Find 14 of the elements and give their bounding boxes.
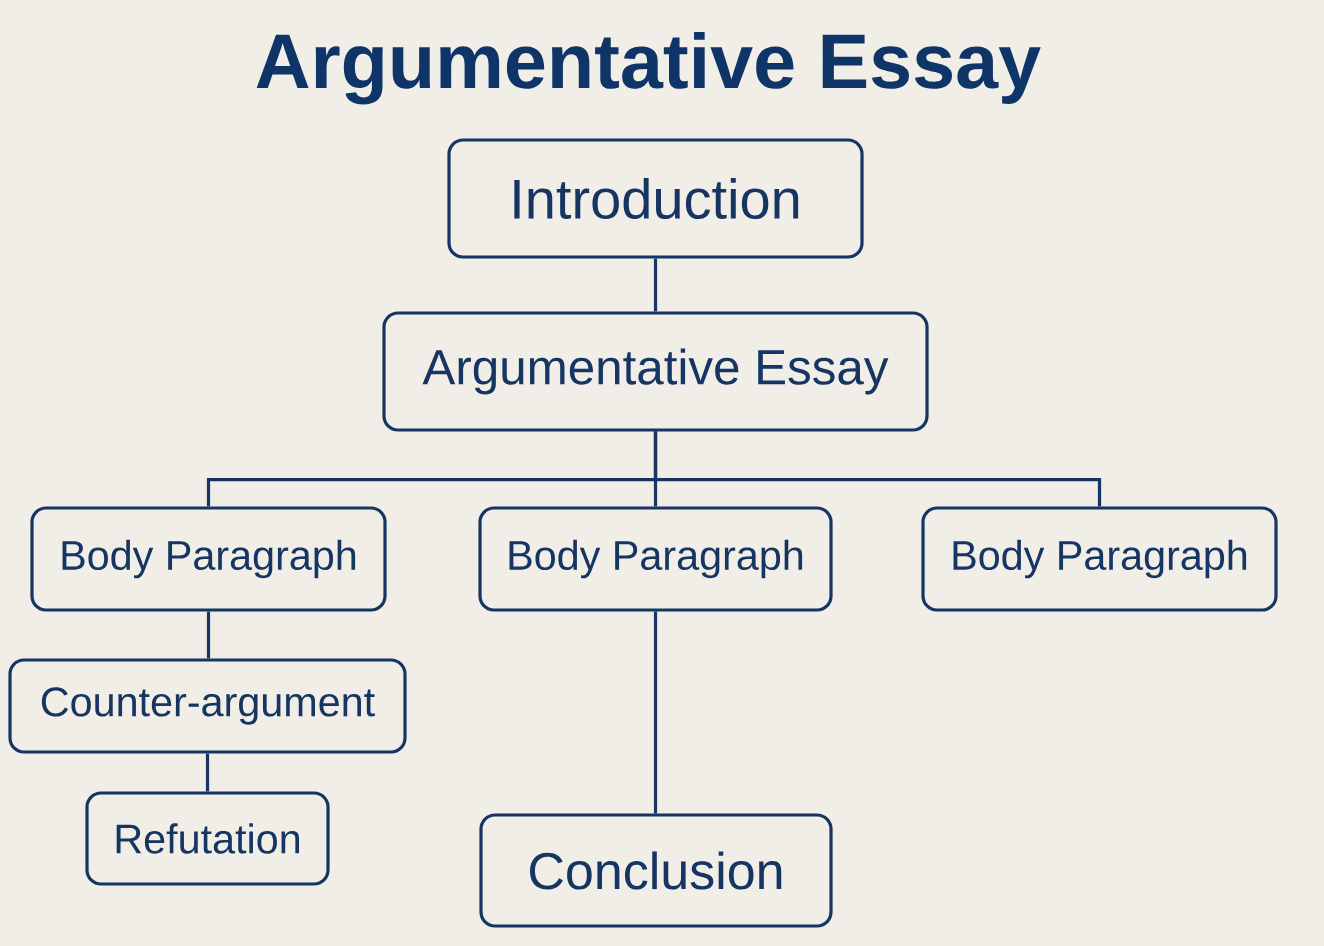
- connector-line: [653, 611, 658, 814]
- connector-line: [205, 753, 210, 792]
- rounded-box: Argumentative Essay: [382, 311, 929, 432]
- title: Argumentative Essay: [256, 31, 1041, 105]
- connector-line: [206, 611, 211, 659]
- rounded-box: Body Paragraph: [478, 506, 833, 612]
- rounded-box: Introduction: [447, 138, 864, 259]
- connector-line: [653, 431, 1102, 507]
- rounded-box: Conclusion: [479, 813, 833, 928]
- connector-line: [653, 258, 658, 312]
- rounded-box: Counter-argument: [8, 658, 407, 754]
- rounded-box: Body Paragraph: [30, 506, 387, 612]
- rounded-box: Refutation: [85, 791, 330, 886]
- rounded-box: Body Paragraph: [921, 506, 1278, 612]
